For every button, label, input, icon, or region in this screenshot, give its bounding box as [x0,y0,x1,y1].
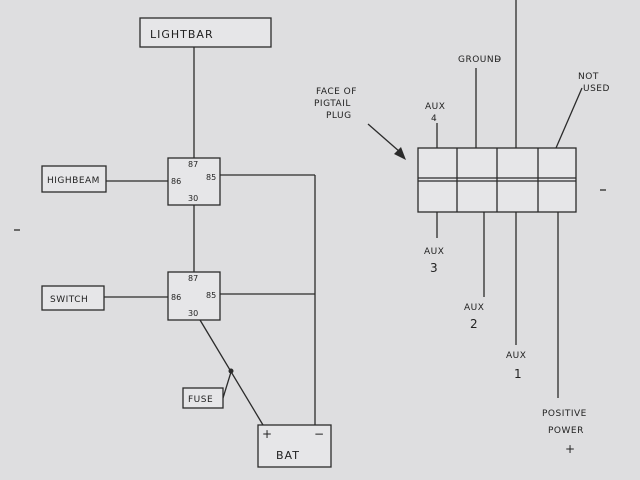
face-arrow-line [367,123,401,153]
positive-label: POSITIVE [542,409,587,419]
ground-label: GROUND [458,55,502,65]
lightbar-label: LIGHTBAR [150,28,214,41]
aux1-label: AUX [506,351,526,361]
relay-bottom: 87 86 85 30 [167,271,221,321]
aux2-number: 2 [470,317,478,331]
lightbar-box: LIGHTBAR [139,17,272,48]
switch-box: SWITCH [41,285,105,311]
relay-top: 87 86 85 30 [167,157,221,206]
face-of-label: FACE OF [316,87,357,97]
ground-minus-sign: − [494,55,502,65]
face-arrow-head [394,147,406,160]
aux3-number: 3 [430,261,438,275]
aux2-label: AUX [464,303,484,313]
relay-top-pin-87: 87 [188,160,198,169]
not-label: NOT [578,72,599,82]
plug-wires [367,0,583,398]
relay-top-pin-30: 30 [188,194,198,203]
highbeam-box: HIGHBEAM [41,165,107,193]
relay-bottom-pin-87: 87 [188,274,198,283]
battery-minus: − [314,427,324,441]
used-label: USED [583,84,610,94]
aux3-label: AUX [424,247,444,257]
aux1-number: 1 [514,367,522,381]
relay-bottom-pin-30: 30 [188,309,198,318]
power-label: POWER [548,426,584,436]
fuse-box: FUSE [182,387,224,409]
relay-top-pin-86: 86 [171,177,181,186]
positive-plus-sign: + [565,442,575,456]
relay-top-pin-85: 85 [206,173,216,182]
battery-box: + − BAT [257,424,332,468]
wires [104,47,316,426]
pigtail-label: PIGTAIL [314,99,351,109]
fuse-label: FUSE [188,395,213,405]
plug-label: PLUG [326,111,352,121]
plug-labels: FACE OF PIGTAIL PLUG GROUND − NOT USED A… [314,55,610,456]
fuse-node [228,368,234,374]
switch-label: SWITCH [50,295,88,305]
pigtail-plug-face [417,147,577,213]
aux4-label: AUX [425,102,445,112]
battery-label: BAT [276,449,300,462]
wire-not-used-pointer [555,87,583,149]
highbeam-label: HIGHBEAM [47,176,100,186]
aux4-number: 4 [431,114,437,124]
relay-bottom-pin-86: 86 [171,293,181,302]
battery-plus: + [262,427,272,441]
relay-bottom-pin-85: 85 [206,291,216,300]
wire-fuse-pointer [222,371,232,399]
